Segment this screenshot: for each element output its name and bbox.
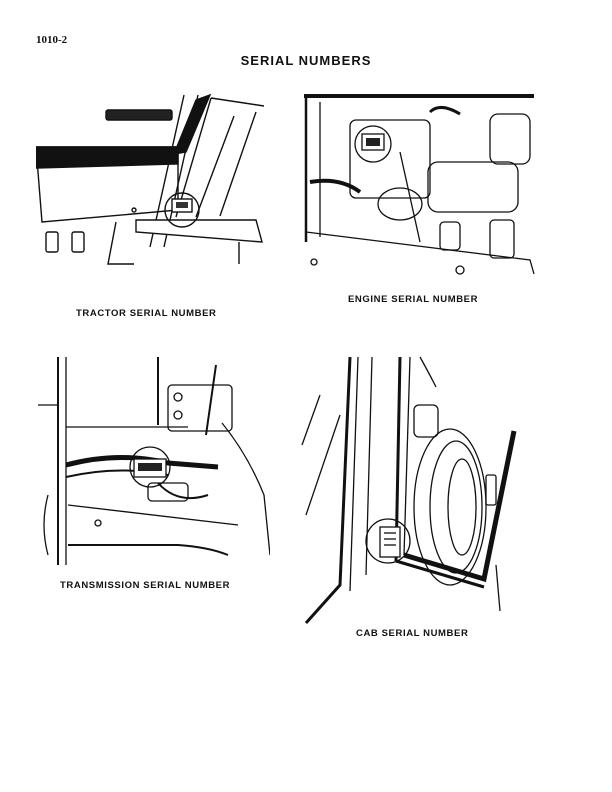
cab-serial-illustration xyxy=(300,355,520,625)
tractor-serial-caption: TRACTOR SERIAL NUMBER xyxy=(76,308,217,319)
transmission-serial-caption: TRANSMISSION SERIAL NUMBER xyxy=(60,580,231,591)
transmission-serial-illustration xyxy=(38,355,270,575)
engine-serial-caption: ENGINE SERIAL NUMBER xyxy=(348,294,479,305)
page-title: SERIAL NUMBERS xyxy=(240,53,372,68)
engine-serial-illustration xyxy=(300,92,538,282)
cab-serial-caption: CAB SERIAL NUMBER xyxy=(356,628,469,639)
tractor-serial-illustration xyxy=(36,92,276,272)
page-number: 1010-2 xyxy=(36,34,68,46)
